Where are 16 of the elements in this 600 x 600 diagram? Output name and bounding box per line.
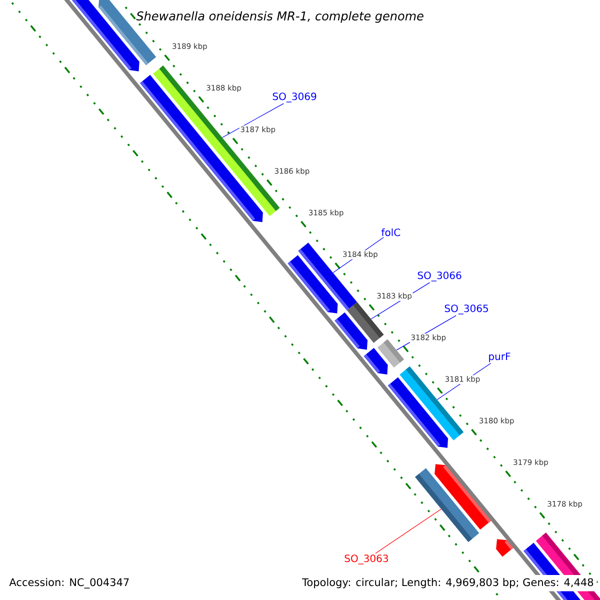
footer-text: Topology: circular; Length: 4,969,803 bp; Genes: 4,448 [299, 575, 597, 592]
leader-line [375, 508, 442, 554]
footer-text: Accession: NC_004347 [9, 578, 129, 588]
gene-bar [364, 348, 388, 374]
gene-bar [334, 312, 368, 350]
gene-label: SO_3069 [272, 92, 316, 102]
gene-label: SO_3066 [418, 272, 462, 282]
gene-label: SO_3063 [344, 554, 388, 564]
title: Shewanella oneidensis MR-1, complete genome [136, 11, 424, 23]
leader-line [222, 103, 284, 138]
gene-bar [496, 539, 514, 557]
gene-bar [288, 255, 338, 314]
gene-label: SO_3065 [444, 304, 488, 314]
gene-label: folC [381, 228, 400, 236]
gene-label: purF [489, 352, 510, 362]
gene-bar [434, 464, 492, 530]
